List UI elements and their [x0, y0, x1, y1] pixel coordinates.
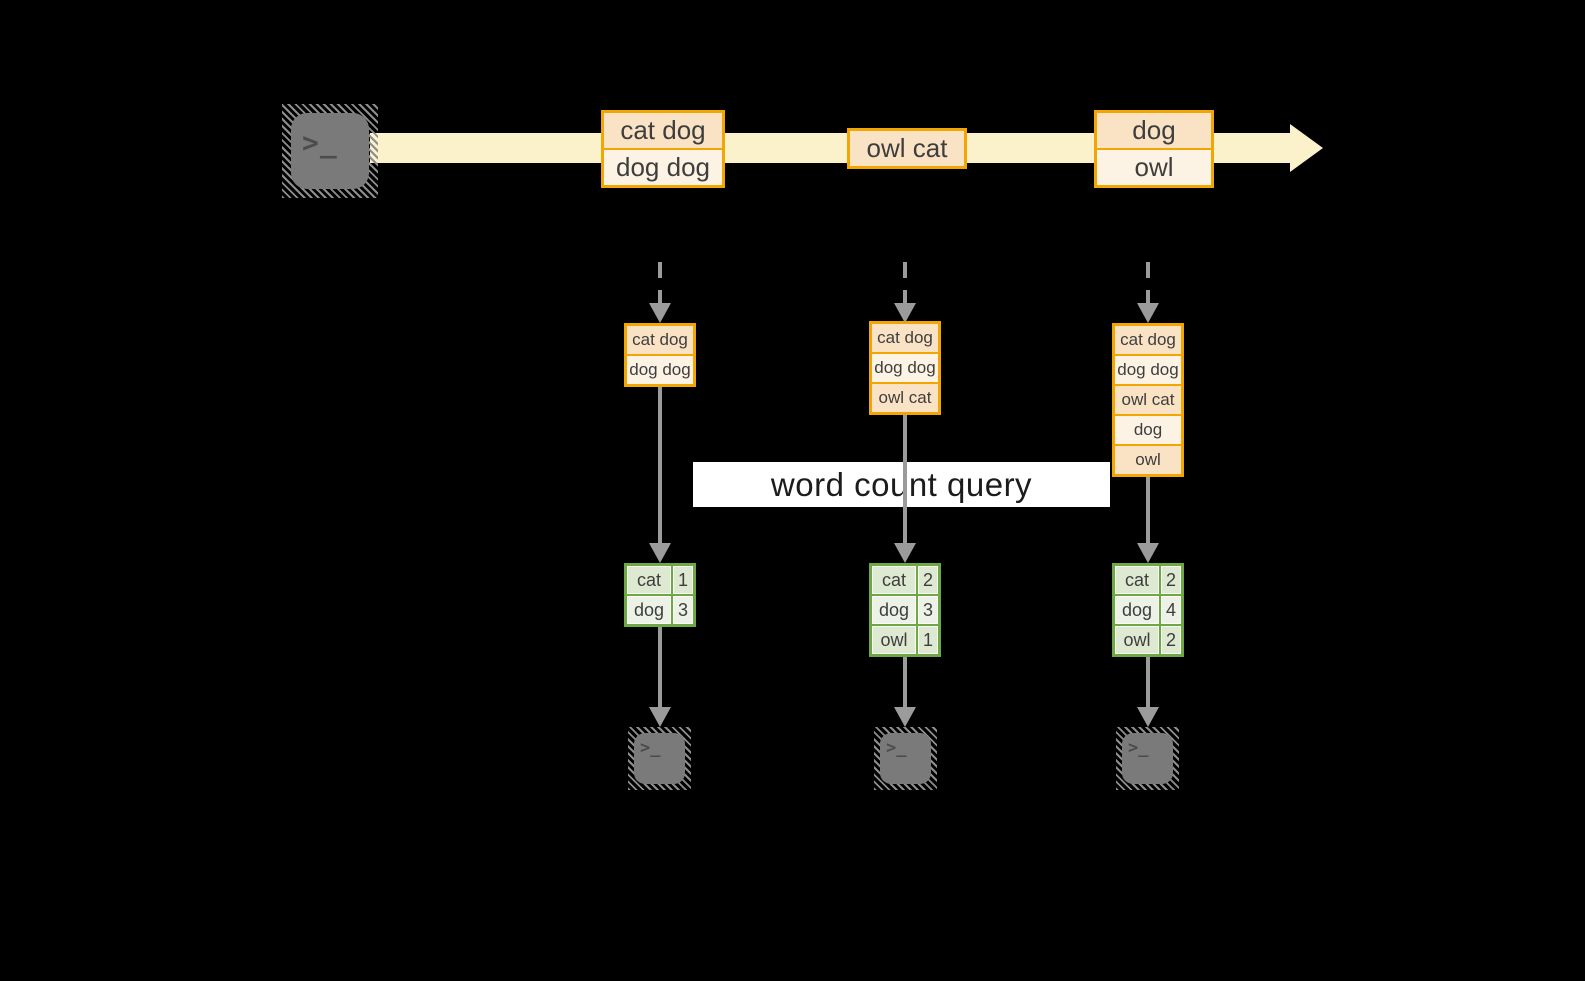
output-terminal-icon: >_: [1116, 727, 1179, 790]
buffer-row: owl cat: [1115, 386, 1181, 414]
count-cell: 1: [673, 566, 693, 594]
word-count-table-1: cat 1 dog 3: [624, 563, 696, 627]
buffer-row: cat dog: [1115, 326, 1181, 354]
count-cell: 3: [918, 596, 938, 624]
buffer-stack-2: cat dog dog dog owl cat: [869, 321, 941, 415]
word-cell: owl: [1115, 626, 1159, 654]
terminal-prompt-icon: >_: [302, 126, 338, 159]
event-line: owl: [1097, 150, 1211, 185]
dashed-connector: [658, 262, 662, 304]
stream-event-box-2: owl cat: [847, 128, 967, 169]
buffer-stack-3: cat dog dog dog owl cat dog owl: [1112, 323, 1184, 477]
word-cell: dog: [627, 596, 671, 624]
word-cell: cat: [1115, 566, 1159, 594]
event-line: dog dog: [604, 150, 722, 185]
count-cell: 2: [918, 566, 938, 594]
buffer-row: dog: [1115, 416, 1181, 444]
arrowhead-down-icon: [1137, 543, 1159, 563]
count-cell: 1: [918, 626, 938, 654]
arrowhead-down-icon: [894, 543, 916, 563]
terminal-prompt-icon: >_: [1128, 738, 1149, 758]
terminal-screen: [291, 113, 369, 189]
stream-event-box-1: cat dog dog dog: [601, 110, 725, 188]
connector-line: [903, 415, 907, 543]
terminal-screen: [1122, 733, 1173, 784]
arrowhead-down-icon: [649, 543, 671, 563]
count-cell: 2: [1161, 626, 1181, 654]
dashed-connector: [1146, 262, 1150, 304]
arrowhead-down-icon: [894, 707, 916, 727]
output-terminal-icon: >_: [874, 727, 937, 790]
word-cell: cat: [872, 566, 916, 594]
count-cell: 3: [673, 596, 693, 624]
connector-line: [1146, 657, 1150, 707]
word-cell: dog: [1115, 596, 1159, 624]
arrowhead-down-icon: [649, 303, 671, 323]
dashed-connector: [903, 262, 907, 304]
word-cell: cat: [627, 566, 671, 594]
arrowhead-down-icon: [1137, 303, 1159, 323]
buffer-row: cat dog: [872, 324, 938, 352]
count-cell: 4: [1161, 596, 1181, 624]
buffer-row: dog dog: [872, 354, 938, 382]
output-terminal-icon: >_: [628, 727, 691, 790]
connector-line: [1146, 477, 1150, 543]
buffer-row: owl: [1115, 446, 1181, 474]
event-line: cat dog: [604, 113, 722, 148]
connector-line: [658, 627, 662, 707]
event-line: dog: [1097, 113, 1211, 148]
terminal-prompt-icon: >_: [886, 738, 907, 758]
arrowhead-down-icon: [1137, 707, 1159, 727]
word-count-table-3: cat 2 dog 4 owl 2: [1112, 563, 1184, 657]
stream-arrowhead-icon: [1290, 124, 1323, 172]
buffer-row: cat dog: [627, 326, 693, 354]
arrowhead-down-icon: [649, 707, 671, 727]
word-cell: owl: [872, 626, 916, 654]
buffer-row: dog dog: [1115, 356, 1181, 384]
buffer-row: owl cat: [872, 384, 938, 412]
buffer-row: dog dog: [627, 356, 693, 384]
buffer-stack-1: cat dog dog dog: [624, 323, 696, 387]
query-banner: word count query: [693, 462, 1110, 507]
count-cell: 2: [1161, 566, 1181, 594]
arrowhead-down-icon: [894, 303, 916, 323]
word-count-table-2: cat 2 dog 3 owl 1: [869, 563, 941, 657]
terminal-prompt-icon: >_: [640, 738, 661, 758]
stream-event-box-3: dog owl: [1094, 110, 1214, 188]
connector-line: [658, 387, 662, 543]
terminal-screen: [880, 733, 931, 784]
terminal-screen: [634, 733, 685, 784]
query-banner-label: word count query: [770, 465, 1033, 503]
connector-line: [903, 657, 907, 707]
source-terminal-icon: >_: [282, 104, 378, 198]
event-line: owl cat: [850, 131, 964, 166]
word-cell: dog: [872, 596, 916, 624]
